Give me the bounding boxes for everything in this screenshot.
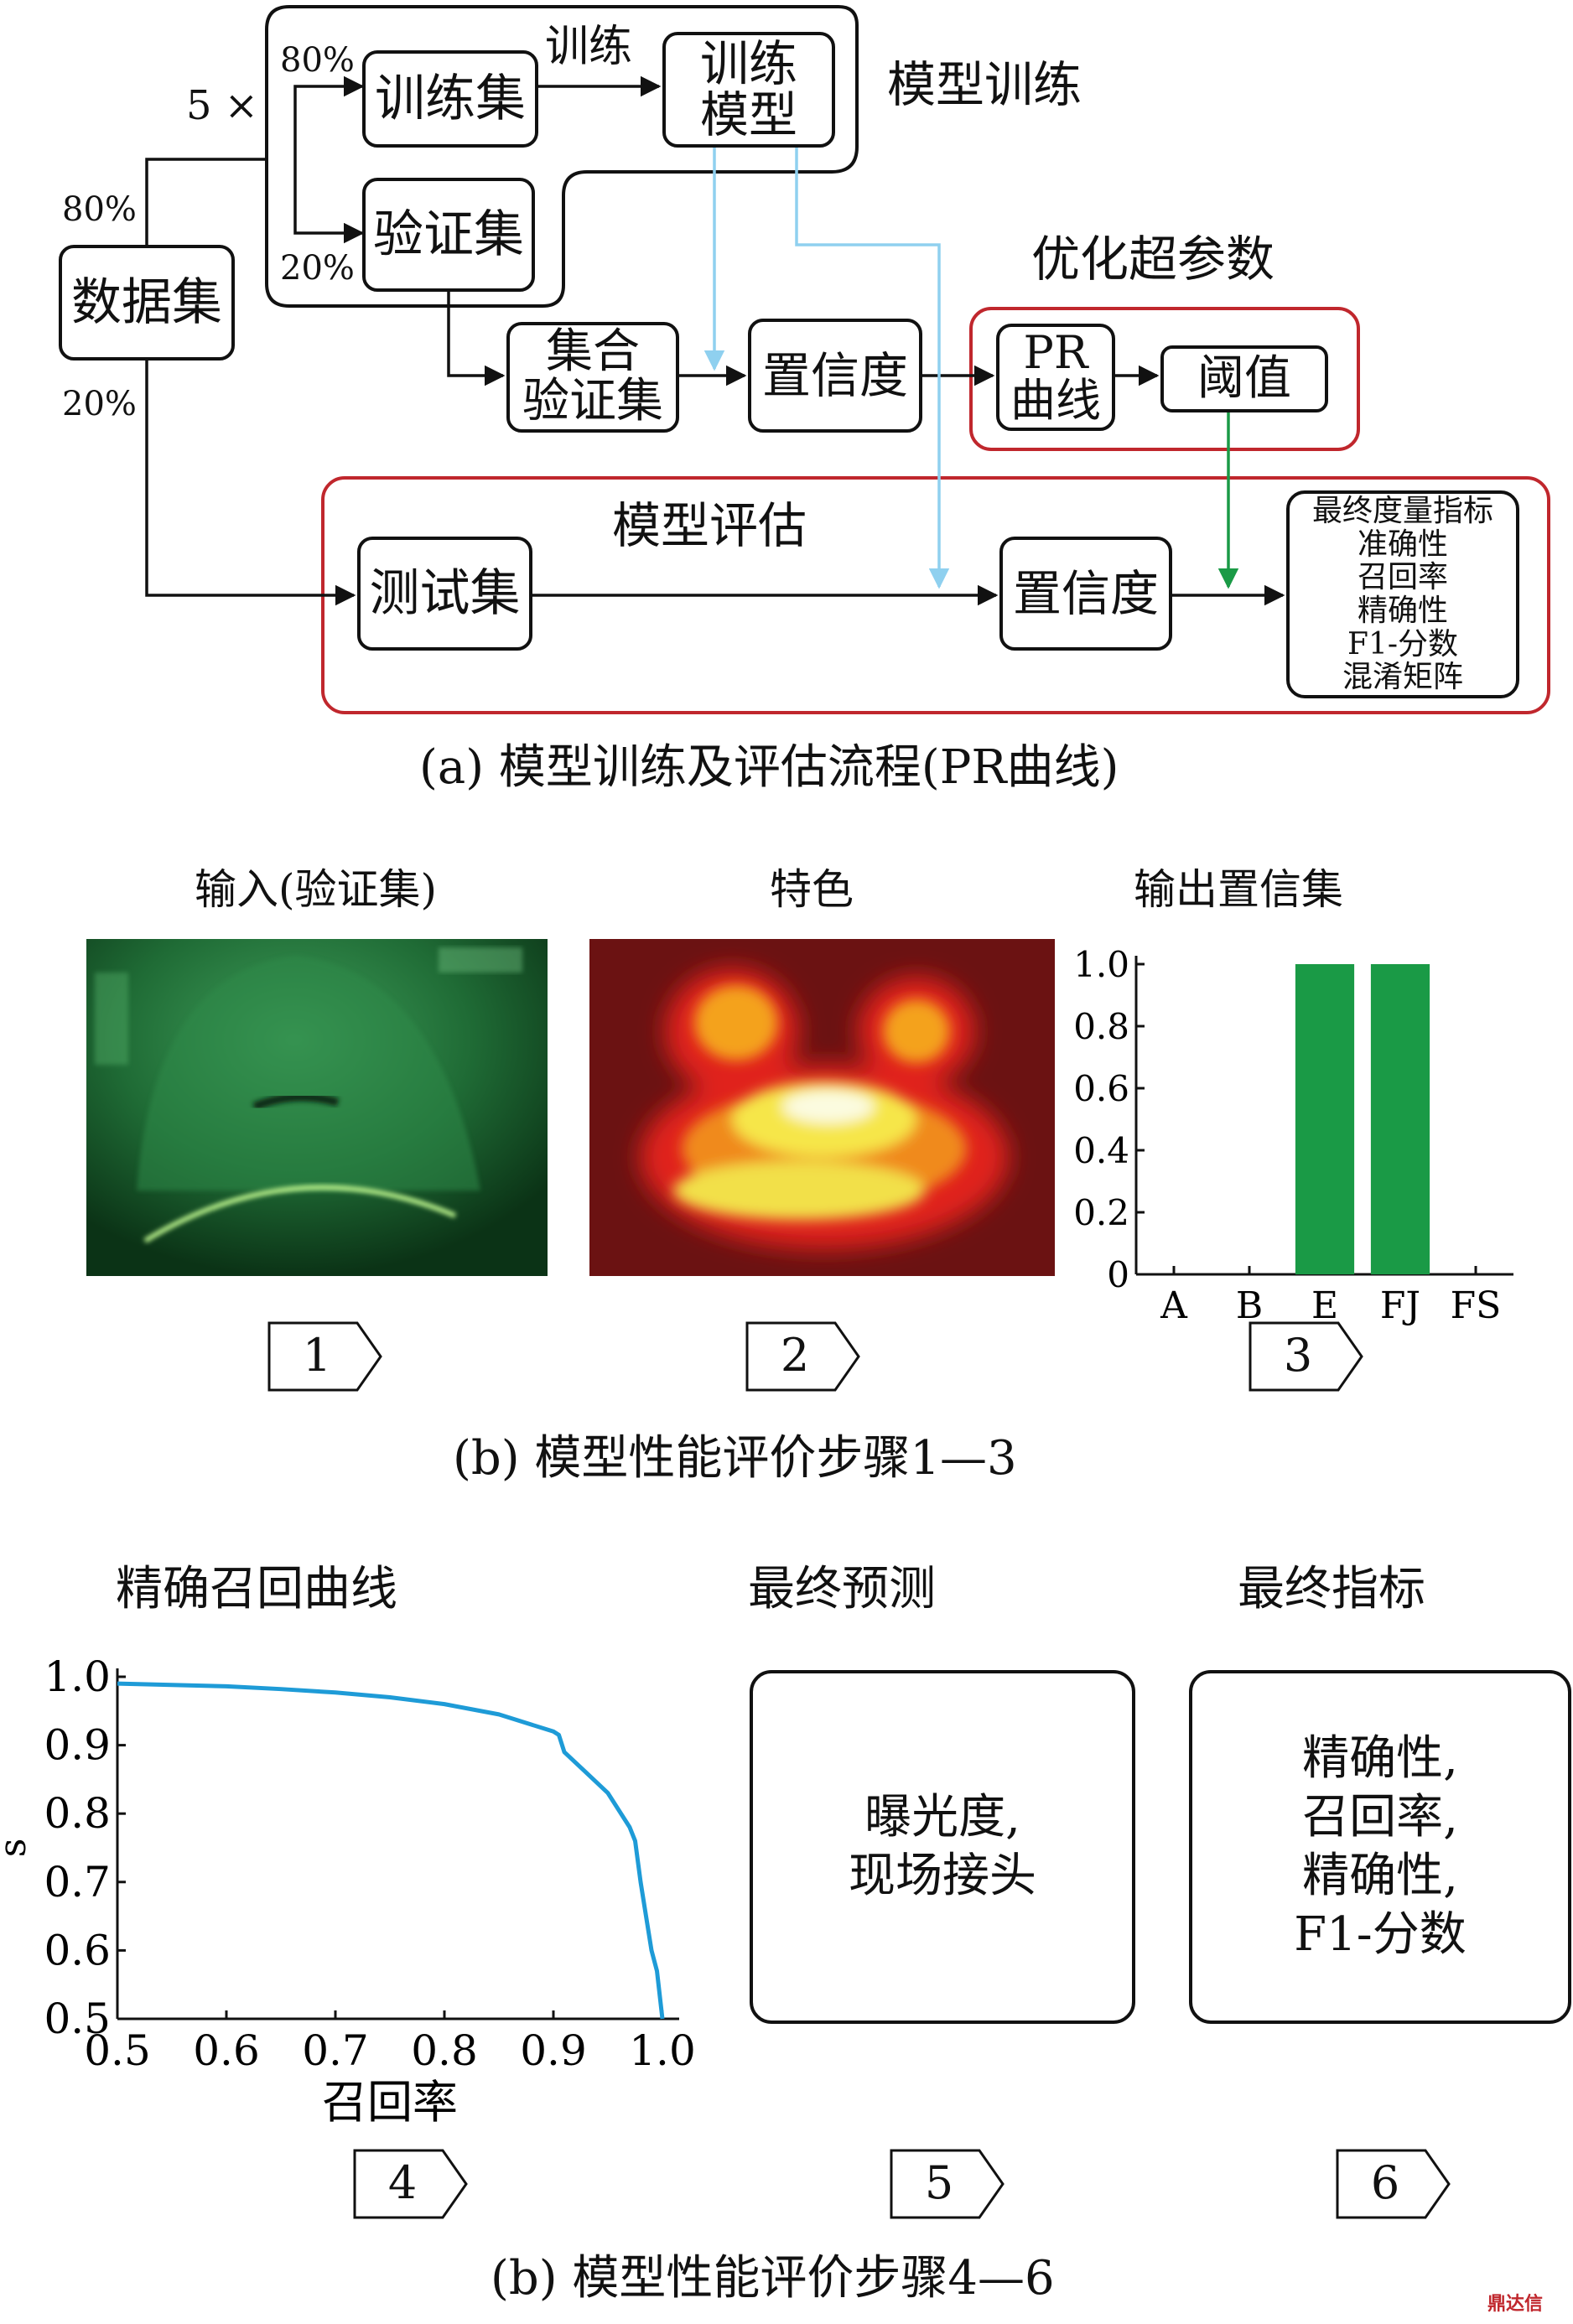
caption-a: (a) 模型训练及评估流程(PR曲线) <box>419 740 1119 795</box>
panel-title-input: 输入(验证集) <box>195 865 438 914</box>
chevron-icon <box>267 1321 382 1392</box>
chevron-icon <box>890 2149 1005 2219</box>
pr-x-tick-label: 0.8 <box>411 2026 478 2075</box>
y-tick-label: 1.0 <box>1073 944 1129 985</box>
input-image-art <box>86 939 548 1276</box>
x-tick-label: E <box>1311 1284 1338 1327</box>
x-tick-label: FJ <box>1380 1284 1420 1327</box>
model-training-group-outline <box>265 5 859 308</box>
bar-E <box>1295 964 1355 1274</box>
val-set-node: 验证集 <box>362 178 535 292</box>
pr-x-tick-label: 1.0 <box>629 2026 696 2075</box>
y-tick-label: 0.4 <box>1073 1130 1129 1171</box>
pr-curve-node: PR 曲线 <box>996 324 1115 431</box>
chevron-icon <box>1336 2149 1451 2219</box>
input-image <box>86 939 548 1276</box>
pr-x-axis-title: 召回率 <box>322 2076 458 2129</box>
y-tick-label: 0 <box>1107 1254 1129 1295</box>
dataset-to-group-line <box>145 158 267 252</box>
model-training-label: 模型训练 <box>887 56 1082 113</box>
split-80-outer-label: 80% <box>62 190 137 229</box>
watermark-text: 鼎达信 <box>1487 2294 1544 2315</box>
x-tick-label: FS <box>1451 1284 1502 1327</box>
dataset-node: 数据集 <box>59 245 235 361</box>
step-4-marker: 4 <box>352 2148 470 2223</box>
repeat-label: 5 × <box>186 82 259 129</box>
pr-x-tick-label: 0.7 <box>302 2026 369 2075</box>
final-metrics-node: 最终度量指标 准确性 召回率 精确性 F1-分数 混淆矩阵 <box>1286 490 1519 698</box>
merged-val-node: 集合 验证集 <box>506 322 679 433</box>
step-3-marker: 3 <box>1248 1320 1365 1396</box>
split-80-inner-label: 80% <box>280 41 355 80</box>
val-to-merged-arrow <box>447 292 506 386</box>
step-6-number: 6 <box>1370 2155 1400 2209</box>
confidence-bottom-node: 置信度 <box>999 537 1172 651</box>
trained-model-node: 训练 模型 <box>662 32 835 148</box>
split-to-train-arrow <box>293 75 365 159</box>
test-set-node: 测试集 <box>357 537 532 651</box>
caption-b2: (b) 模型性能评价步骤4—6 <box>491 2251 1055 2306</box>
pr-x-tick-label: 0.5 <box>84 2026 151 2075</box>
chevron-icon <box>1249 1321 1363 1392</box>
watermark-logo: 鼎达信 <box>1487 2289 1543 2316</box>
threshold-node: 阈值 <box>1160 345 1328 412</box>
pr-y-axis-title: s <box>0 1839 34 1858</box>
chevron-icon <box>745 1321 860 1392</box>
optimize-group-outline <box>969 307 1360 451</box>
step-2-marker: 2 <box>745 1320 862 1396</box>
pr-x-tick-label: 0.9 <box>520 2026 587 2075</box>
step-6-marker: 6 <box>1335 2148 1452 2223</box>
step-1-number: 1 <box>302 1328 332 1382</box>
pr-y-tick-label: 0.6 <box>44 1926 111 1974</box>
final-metrics-box: 精确性, 召回率, 精确性, F1-分数 <box>1189 1670 1571 2024</box>
step-2-number: 2 <box>780 1328 810 1382</box>
x-tick-label: B <box>1236 1284 1263 1327</box>
pr-y-tick-label: 0.7 <box>44 1858 111 1906</box>
final-prediction-box: 曝光度, 现场接头 <box>750 1670 1135 2024</box>
pr-y-tick-label: 0.5 <box>44 1995 111 2043</box>
confidence-bar-chart: 0 0.2 0.4 0.6 0.8 1.0A B E FJ FS <box>1073 944 1513 1327</box>
dataset-to-test-arrow <box>145 352 356 606</box>
optimize-hyperparams-label: 优化超参数 <box>1031 231 1275 288</box>
panel-title-feature: 特色 <box>770 865 854 914</box>
pr-y-tick-label: 0.8 <box>44 1789 111 1838</box>
model-eval-label: 模型评估 <box>612 497 807 554</box>
confidence-top-node: 置信度 <box>748 319 922 433</box>
split-20-inner-label: 20% <box>280 249 355 288</box>
train-set-node: 训练集 <box>362 50 538 148</box>
step-1-marker: 1 <box>267 1320 384 1396</box>
split-to-val-arrow <box>293 159 365 244</box>
step-4-number: 4 <box>387 2155 418 2209</box>
pr-curve-chart: 0.5 0.6 0.7 0.8 0.9 1.0 0.5 0.6 0.7 0.8 0.9 1.0 召回率 s <box>0 1652 696 2129</box>
pr-y-tick-label: 0.9 <box>44 1721 111 1770</box>
flowchart-connectors <box>145 5 1550 714</box>
y-tick-label: 0.2 <box>1073 1192 1129 1233</box>
step-5-number: 5 <box>924 2155 954 2209</box>
y-tick-label: 0.6 <box>1073 1068 1129 1109</box>
bar-FJ <box>1370 964 1430 1274</box>
feature-heatmap-art <box>589 939 1055 1276</box>
pr-series-line-0 <box>117 1681 665 2020</box>
split-20-outer-label: 20% <box>62 385 137 423</box>
step-3-number: 3 <box>1283 1328 1313 1382</box>
feature-heatmap <box>589 939 1055 1276</box>
pr-x-tick-label: 0.6 <box>193 2026 260 2075</box>
panel-title-final-prediction: 最终预测 <box>748 1562 936 1616</box>
panel-title-pr: 精确召回曲线 <box>116 1562 397 1616</box>
chevron-icon <box>353 2149 468 2219</box>
y-tick-label: 0.8 <box>1073 1006 1129 1047</box>
step-5-marker: 5 <box>889 2148 1006 2223</box>
model-to-test-confidence-blue-arrow <box>795 147 950 589</box>
x-tick-label: A <box>1160 1284 1188 1327</box>
pr-y-tick-label: 1.0 <box>44 1652 111 1701</box>
caption-b1: (b) 模型性能评价步骤1—3 <box>453 1431 1017 1486</box>
train-edge-label: 训练 <box>545 22 633 72</box>
panel-title-final-metrics: 最终指标 <box>1238 1562 1425 1616</box>
panel-title-output: 输出置信集 <box>1134 865 1343 914</box>
